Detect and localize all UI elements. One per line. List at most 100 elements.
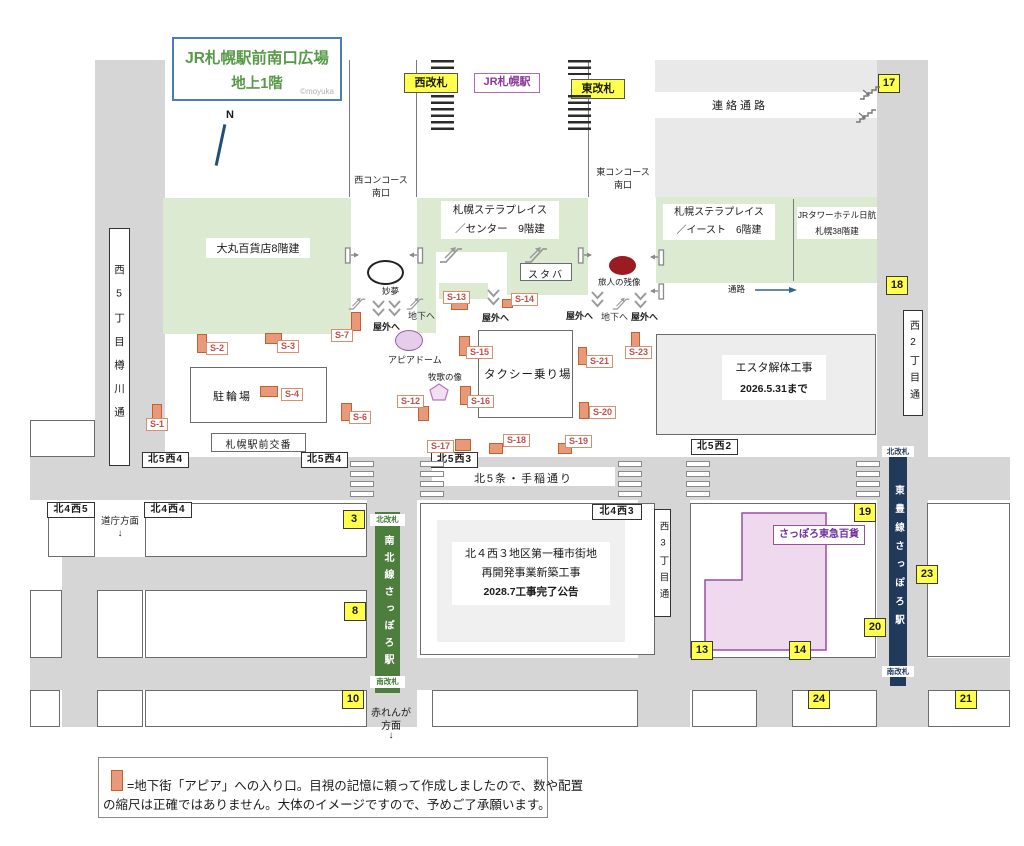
myomu-label: 妙夢 [382,286,400,296]
bicycle-parking-label: 駐輪場 [213,391,252,403]
entrance-label: S-19 [565,435,593,448]
redev-label: 北４西３地区第一種市街地 再開発事業新築工事 2028.7工事完了公告 [452,542,610,605]
toho-line-bar-stub [890,677,906,686]
toho-line-bar [889,452,907,666]
entrance-label: S-18 [503,434,531,447]
outdoor-label: 屋外へ [566,311,594,321]
police-box [211,433,306,452]
block-row2-b [97,590,143,658]
crosswalk [618,461,642,467]
east-concourse-label: 東コンコース 南口 [596,167,650,190]
entrance-label: S-13 [443,291,471,304]
kita5-street-label: 北5条・手稲通り [473,473,574,485]
namboku-line-label: 南北線さっぽろ駅 [382,535,393,671]
title-credit: ©moyuka [300,87,334,96]
crosswalk [856,471,880,477]
intersection-kita4nishi4: 北4西4 [144,502,192,518]
door-icon [343,246,359,268]
toho-north-gate-label: 北改札 [882,446,914,457]
compass-needle [214,124,227,166]
entrance-marker [489,443,503,454]
block-east-of-toho [927,503,1010,657]
namboku-south-gate-label: 南改札 [370,676,405,688]
title-line2: 地上1階 [231,76,283,92]
exit-number: 3 [343,510,365,529]
crosswalk [420,481,444,487]
namboku-line-bar [375,512,400,693]
block-row3-a [30,690,60,727]
police-box-label: 札幌駅前交番 [225,440,292,451]
akarenga-direction-line1: 赤れんが [371,708,411,719]
entrance-label: S-17 [427,440,455,453]
crosswalk [856,461,880,467]
stairs-icon [854,105,878,125]
daimaru-label: 大丸百貨店8階建 [206,238,310,258]
starbucks-label: スタバ [528,270,564,281]
chevron-down-icon [590,290,605,309]
toho-south-gate-label: 南改札 [882,666,914,677]
tokyu-label: さっぽろ東急百貨 [773,525,865,545]
crosswalk [856,491,880,497]
exit-number: 8 [344,602,366,621]
crosswalk [686,461,710,467]
crosswalk [350,461,374,467]
entrance-label: S-4 [281,388,304,401]
underground-label: 地下へ [601,312,629,322]
escalator-icon [347,295,367,312]
block-row3-f [792,690,877,727]
stairs-icon [858,82,882,102]
ticket-gate-hatch [431,95,454,131]
travelers-remnant-label: 旅人の残像 [598,277,641,287]
outdoor-label: 屋外へ [373,322,401,332]
entrance-label: S-12 [397,395,425,408]
intersection-kita5nishi2: 北5西2 [691,439,738,455]
chevron-down-icon [486,288,501,307]
chevron-down-icon [633,291,648,310]
corridor-label: 通路 [728,284,746,294]
crosswalk [420,491,444,497]
block-row3-b [97,690,143,727]
passage-label: 連絡通路 [712,100,768,112]
escalator-icon [611,295,631,312]
entrance-marker [265,333,282,344]
akarenga-direction-arrow: ↓ [388,730,394,741]
entrance-label: S-16 [467,395,495,408]
east-gate-label: 東改札 [571,79,625,99]
stellar-center-column [417,252,436,333]
chevron-down-icon [371,299,386,318]
stellar-center-label: 札幌ステラプレイス ／センター 9階建 [441,201,559,239]
entrance-label: S-3 [277,340,300,353]
exit-number: 21 [955,690,977,709]
chevron-down-icon [387,299,402,318]
door-icon [650,248,666,270]
block-row3-d [432,690,638,727]
crosswalk [420,471,444,477]
toho-line-label: 東豊線さっぽろ駅 [893,485,904,633]
namboku-north-gate-label: 北改札 [370,514,405,526]
intersection-kita5nishi4-left: 北5西4 [142,452,189,468]
ticket-gate-hatch [431,60,454,73]
concourse-wall-west-inner [416,60,417,197]
west5-street-label: 西5丁目樽川通 [109,228,130,466]
escalator-icon [438,243,464,265]
crosswalk [686,481,710,487]
legend-line1: =地下街「アピア」への入り口。目視の記憶に頼って作成しましたので、数や配置 [127,779,584,793]
ticket-gate-hatch [568,95,591,131]
entrance-label: S-1 [146,418,169,431]
exit-number: 19 [854,503,876,522]
entrance-label: S-14 [511,293,539,306]
akarenga-direction-line2: 方面 [381,721,401,732]
exit-number: 13 [691,641,713,660]
entrance-label: S-6 [349,411,372,424]
starbucks-box [520,263,572,281]
stellar-east-label: 札幌ステラプレイス ／イースト 6階建 [663,204,775,240]
exit-number: 10 [342,690,364,709]
door-icon [409,246,425,268]
station-name-box: JR札幌駅 [474,73,540,93]
entrance-label: S-2 [206,342,229,355]
crosswalk [686,471,710,477]
building-separator [793,199,794,281]
legend-line2: の縮尺は正確ではありません。大体のイメージですので、予めご了承願います。 [103,798,551,812]
crosswalk [350,491,374,497]
